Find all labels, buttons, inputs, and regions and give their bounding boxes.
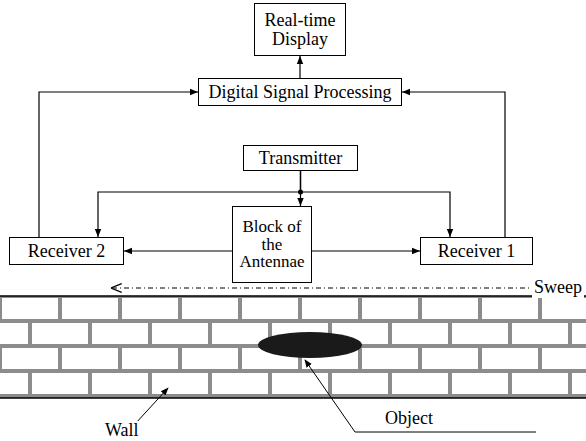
leader-line [355, 432, 536, 433]
box-label: Receiver 1 [438, 242, 515, 261]
receiver-box: Receiver 1 [420, 237, 533, 265]
signal-arrow [39, 92, 198, 237]
brick-wall [0, 296, 586, 398]
sweep-label: Sweep [532, 278, 584, 298]
receiver-box: Receiver 2 [9, 237, 124, 265]
display-box: Real-time Display [254, 3, 346, 56]
object-label: Object [383, 409, 435, 429]
leader-line [135, 388, 168, 424]
signal-arrow [299, 56, 300, 78]
box-label: Real-time Display [260, 11, 340, 49]
signal-arrow [124, 250, 232, 251]
sweep-line [112, 287, 555, 288]
signal-arrow [312, 250, 420, 251]
junction-dot [298, 190, 303, 195]
signal-arrow [301, 171, 451, 237]
wall-label: Wall [103, 421, 141, 441]
signal-arrow [402, 92, 505, 237]
leader-line [305, 360, 355, 432]
transmitter-box: Transmitter [243, 145, 358, 171]
processing-box: Digital Signal Processing [198, 78, 402, 106]
box-label: Transmitter [259, 149, 342, 168]
hidden-object [258, 332, 362, 358]
antenna-block: Block of the Antennae [232, 206, 312, 283]
box-label: Digital Signal Processing [209, 83, 392, 102]
box-label: Receiver 2 [28, 242, 105, 261]
box-label: Block of the Antennae [238, 218, 306, 272]
